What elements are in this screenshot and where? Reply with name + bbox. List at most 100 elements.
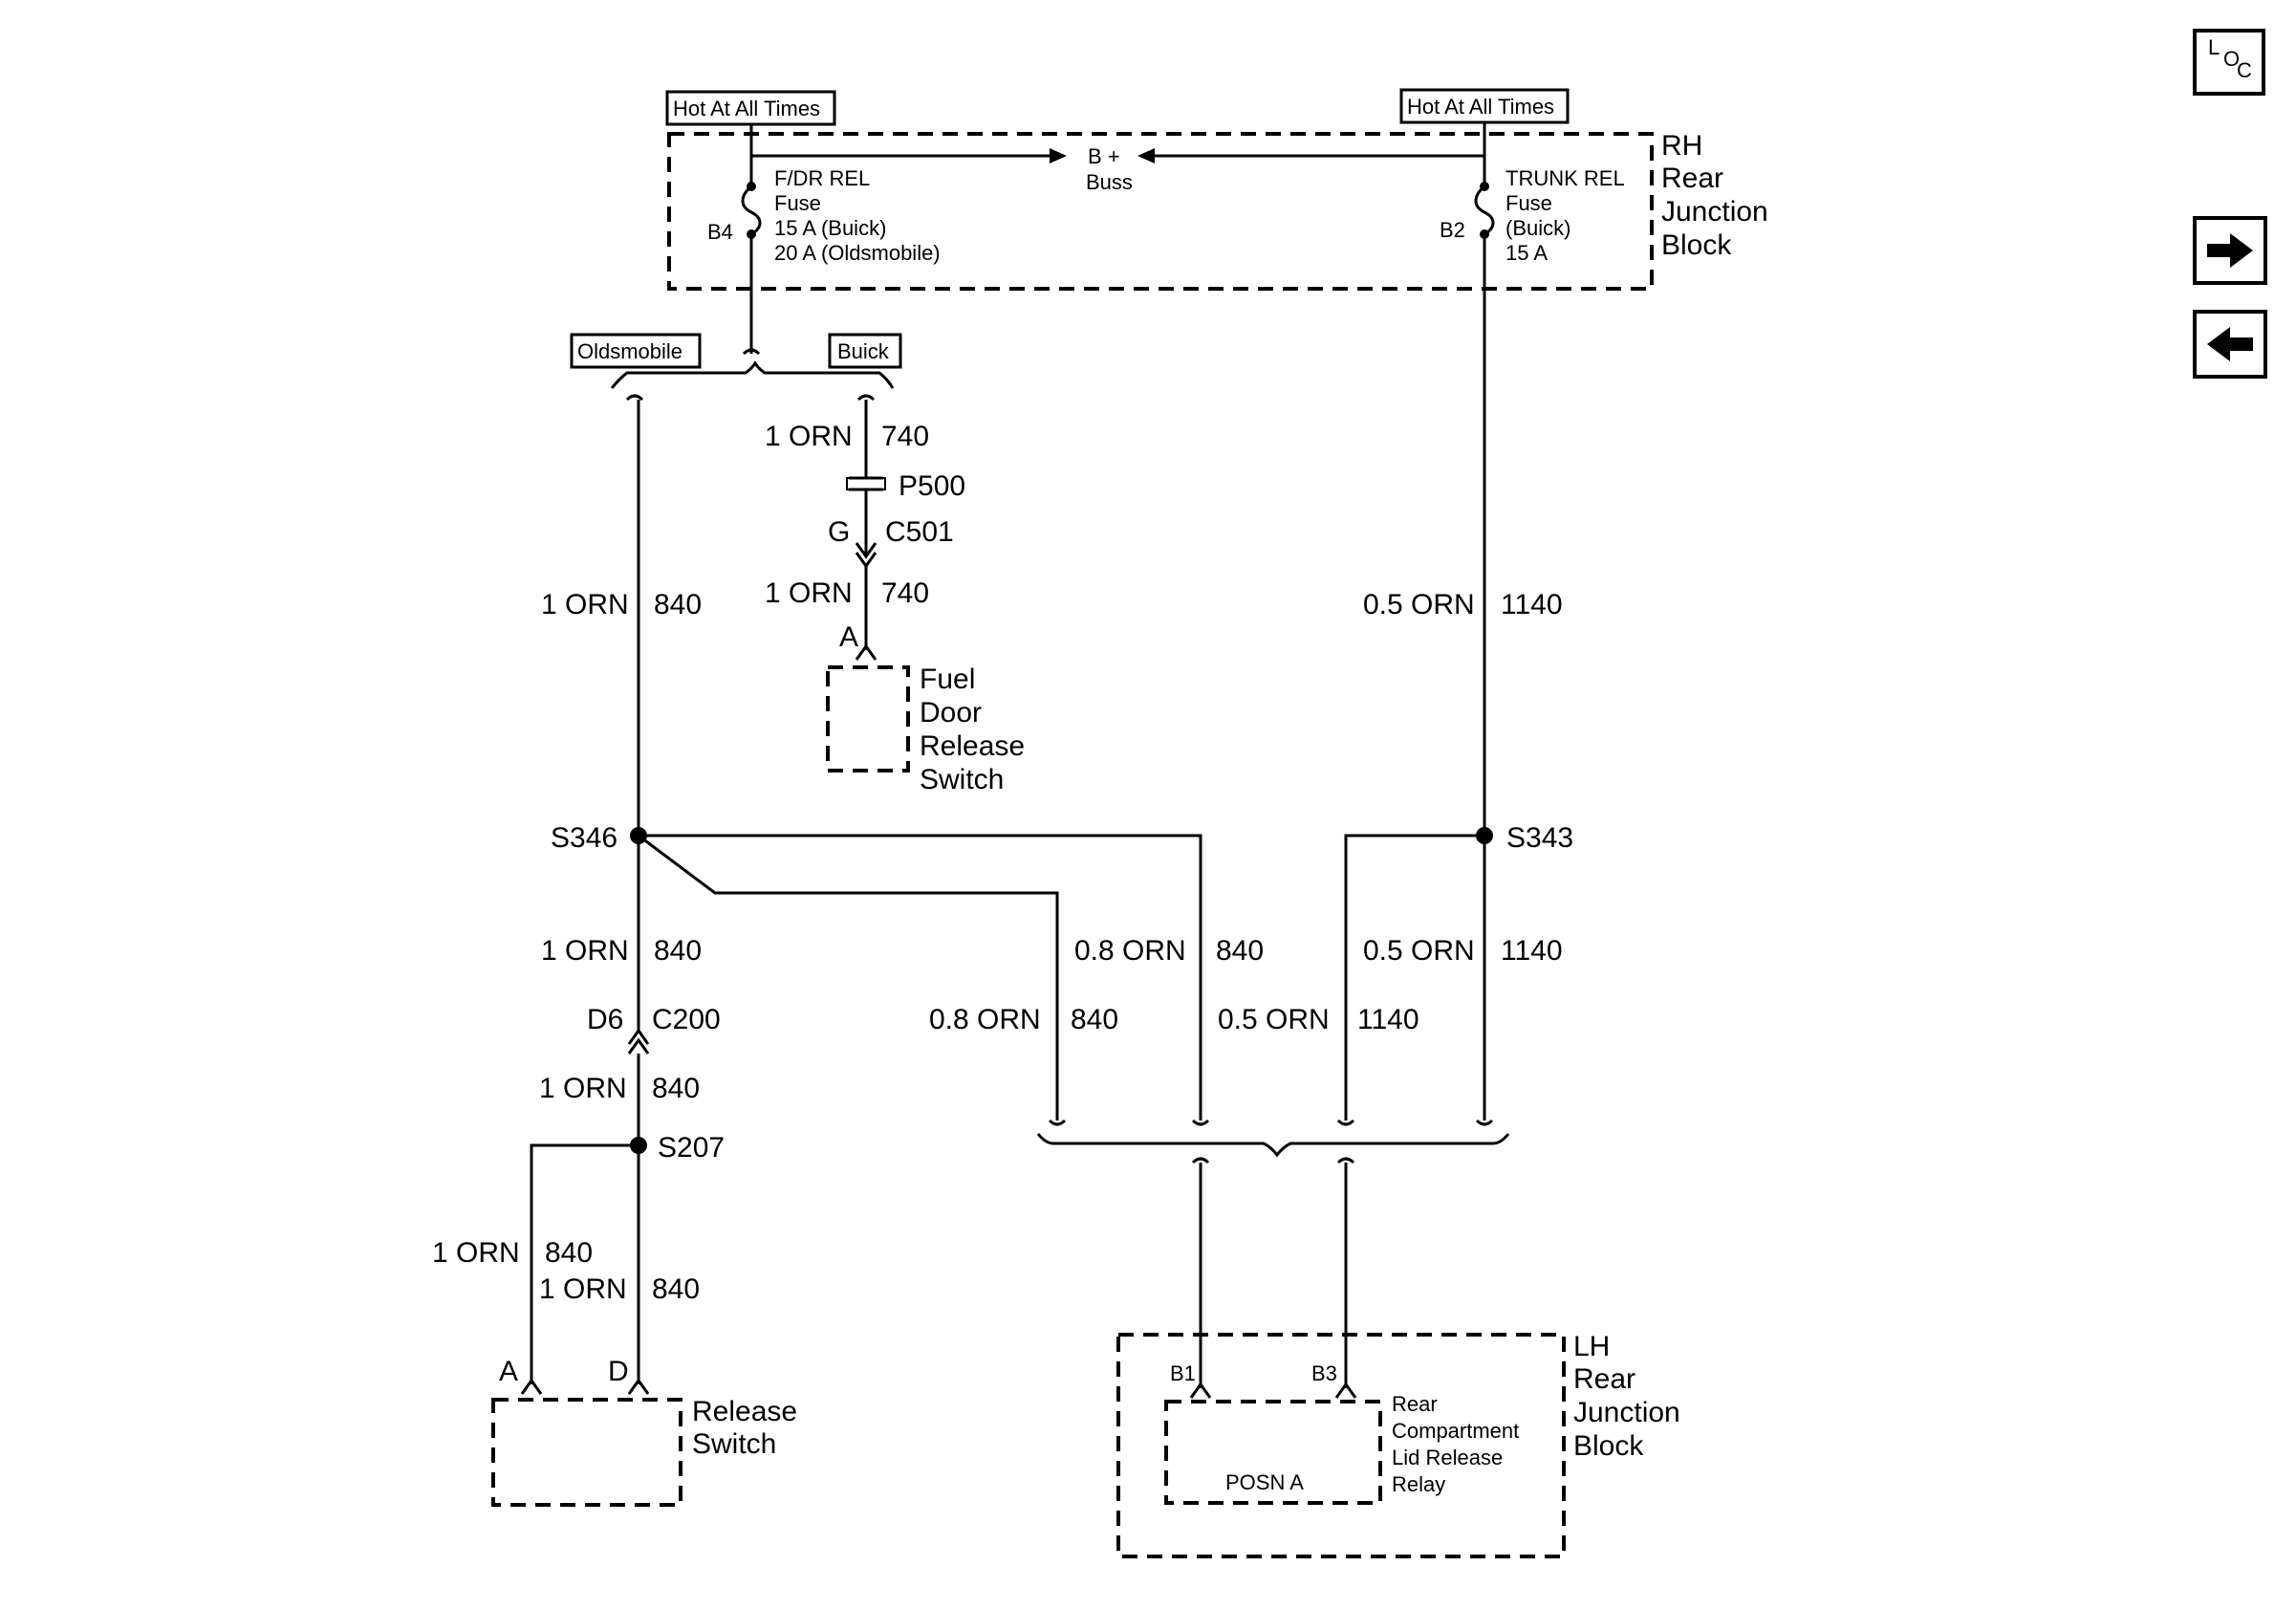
relay-label-3: Lid Release	[1392, 1446, 1503, 1469]
fuel-switch-label-2: Door	[920, 697, 982, 729]
wire-a-gauge: 1 ORN	[432, 1237, 520, 1269]
rh-block-label-4: Block	[1661, 229, 1732, 261]
wire-a-circuit: 840	[545, 1237, 593, 1269]
fuse-trunk-rel	[1474, 156, 1495, 832]
release-switch-label-1: Release	[692, 1396, 797, 1427]
s346-label: S346	[551, 822, 617, 854]
component-locator-button[interactable]: L O C	[2193, 29, 2265, 96]
lh-pin-b1-terminal	[1189, 1382, 1212, 1399]
posn-a-label: POSN A	[1225, 1470, 1304, 1494]
center-w2-gauge: 0.8 ORN	[929, 1004, 1041, 1035]
svg-text:Hot At All Times: Hot At All Times	[1407, 95, 1554, 119]
svg-text:Buick: Buick	[837, 339, 890, 363]
release-pin-d: D	[608, 1356, 629, 1387]
hot-at-all-times-left: Hot At All Times	[665, 90, 836, 126]
fuel-w2-gauge: 1 ORN	[765, 577, 853, 609]
fuse-right-pin: B2	[1440, 218, 1465, 242]
lh-junction-block-outline	[1116, 1333, 1566, 1558]
fuel-pin-a-terminal	[855, 643, 877, 661]
harness-bundle	[1036, 1119, 1510, 1164]
release-pin-d-terminal	[627, 1378, 650, 1395]
left-mid-gauge: 1 ORN	[541, 935, 629, 967]
c501-label: C501	[885, 516, 954, 548]
fuel-w1-gauge: 1 ORN	[765, 421, 853, 452]
previous-page-button[interactable]	[2193, 310, 2267, 379]
fuel-pin-g: G	[828, 516, 850, 548]
c200-connector	[627, 1028, 650, 1055]
s343-label: S343	[1506, 822, 1573, 854]
fuse-left-line-2: Fuse	[774, 191, 821, 215]
wire-840-s346-to-harness-b	[638, 834, 1059, 1120]
lh-block-label-2: Rear	[1573, 1363, 1635, 1395]
fuse-right-line-3: (Buick)	[1505, 216, 1570, 240]
left-low-gauge: 1 ORN	[539, 1073, 627, 1104]
wire-840-to-pin-a	[530, 1143, 639, 1384]
b-plus-buss	[751, 148, 1484, 163]
release-pin-a: A	[499, 1356, 518, 1387]
s207-label: S207	[658, 1132, 725, 1164]
lh-pin-b3-terminal	[1334, 1382, 1357, 1399]
arrow-left-icon	[2207, 327, 2253, 361]
fuel-switch-label-1: Fuel	[920, 664, 975, 695]
pin-d6: D6	[587, 1004, 623, 1035]
wire-d-circuit: 840	[652, 1273, 700, 1305]
fuel-w2-circuit: 740	[881, 577, 929, 609]
relay-label-2: Compartment	[1392, 1419, 1519, 1443]
right-mid-circuit: 1140	[1501, 935, 1563, 967]
svg-text:Oldsmobile: Oldsmobile	[577, 339, 682, 363]
buick-label: Buick	[828, 333, 902, 369]
release-switch	[491, 1398, 682, 1507]
lh-block-label-4: Block	[1573, 1430, 1644, 1462]
fuse-left-line-1: F/DR REL	[774, 166, 870, 190]
rear-compartment-lid-release-relay	[1164, 1400, 1382, 1505]
fuse-right-line-4: 15 A	[1505, 241, 1548, 265]
next-page-button[interactable]	[2193, 216, 2267, 285]
rh-junction-block-outline	[667, 132, 1654, 291]
fuse-right-line-2: Fuse	[1505, 191, 1552, 215]
center-w2-circuit: 840	[1071, 1004, 1118, 1035]
arrow-right-icon	[2207, 233, 2253, 268]
pin-b3-label: B3	[1311, 1361, 1337, 1385]
lh-block-label-1: LH	[1573, 1331, 1610, 1362]
rh-block-label-1: RH	[1661, 130, 1702, 162]
release-switch-label-2: Switch	[692, 1428, 776, 1460]
right-top-gauge: 0.5 ORN	[1363, 589, 1475, 620]
loc-icon: L O C	[2208, 35, 2252, 82]
fuel-w1-circuit: 740	[881, 421, 929, 452]
oldsmobile-label: Oldsmobile	[570, 333, 702, 369]
fuse-left-pin: B4	[707, 220, 733, 244]
buss-label: Buss	[1086, 170, 1133, 194]
p500-connector	[846, 476, 886, 491]
left-low-circuit: 840	[652, 1073, 700, 1104]
fuse-right-line-1: TRUNK REL	[1505, 166, 1625, 190]
svg-text:Hot At All Times: Hot At All Times	[673, 97, 820, 120]
c200-label: C200	[652, 1004, 721, 1035]
wire-1140-s343-to-harness	[1344, 834, 1484, 1120]
rh-block-label-2: Rear	[1661, 163, 1723, 194]
relay-label-1: Rear	[1392, 1392, 1438, 1416]
pin-b1-label: B1	[1170, 1361, 1196, 1385]
right-top-circuit: 1140	[1501, 589, 1563, 620]
right-mid-gauge: 0.5 ORN	[1363, 935, 1475, 967]
center-w1-gauge: 0.8 ORN	[1074, 935, 1186, 967]
left-mid-circuit: 840	[654, 935, 702, 967]
wire-840-s346-to-harness-a	[639, 834, 1202, 1120]
fuel-switch-label-3: Release	[920, 730, 1025, 762]
wire-d-gauge: 1 ORN	[539, 1273, 627, 1305]
left-top-gauge: 1 ORN	[541, 589, 629, 620]
p500-label: P500	[899, 470, 965, 502]
lh-block-label-3: Junction	[1573, 1397, 1680, 1428]
fuse-fdr-rel	[741, 156, 762, 354]
release-pin-a-terminal	[520, 1378, 543, 1395]
center-w1-circuit: 840	[1216, 935, 1264, 967]
left-top-circuit: 840	[654, 589, 702, 620]
hot-at-all-times-right: Hot At All Times	[1399, 88, 1570, 124]
bplus-label: B +	[1088, 144, 1120, 168]
option-branch	[610, 348, 895, 402]
fuel-pin-a: A	[839, 621, 858, 653]
center-w3-gauge: 0.5 ORN	[1218, 1004, 1330, 1035]
relay-label-4: Relay	[1392, 1472, 1445, 1496]
fuel-door-release-switch	[826, 665, 910, 772]
rh-block-label-3: Junction	[1661, 196, 1768, 228]
